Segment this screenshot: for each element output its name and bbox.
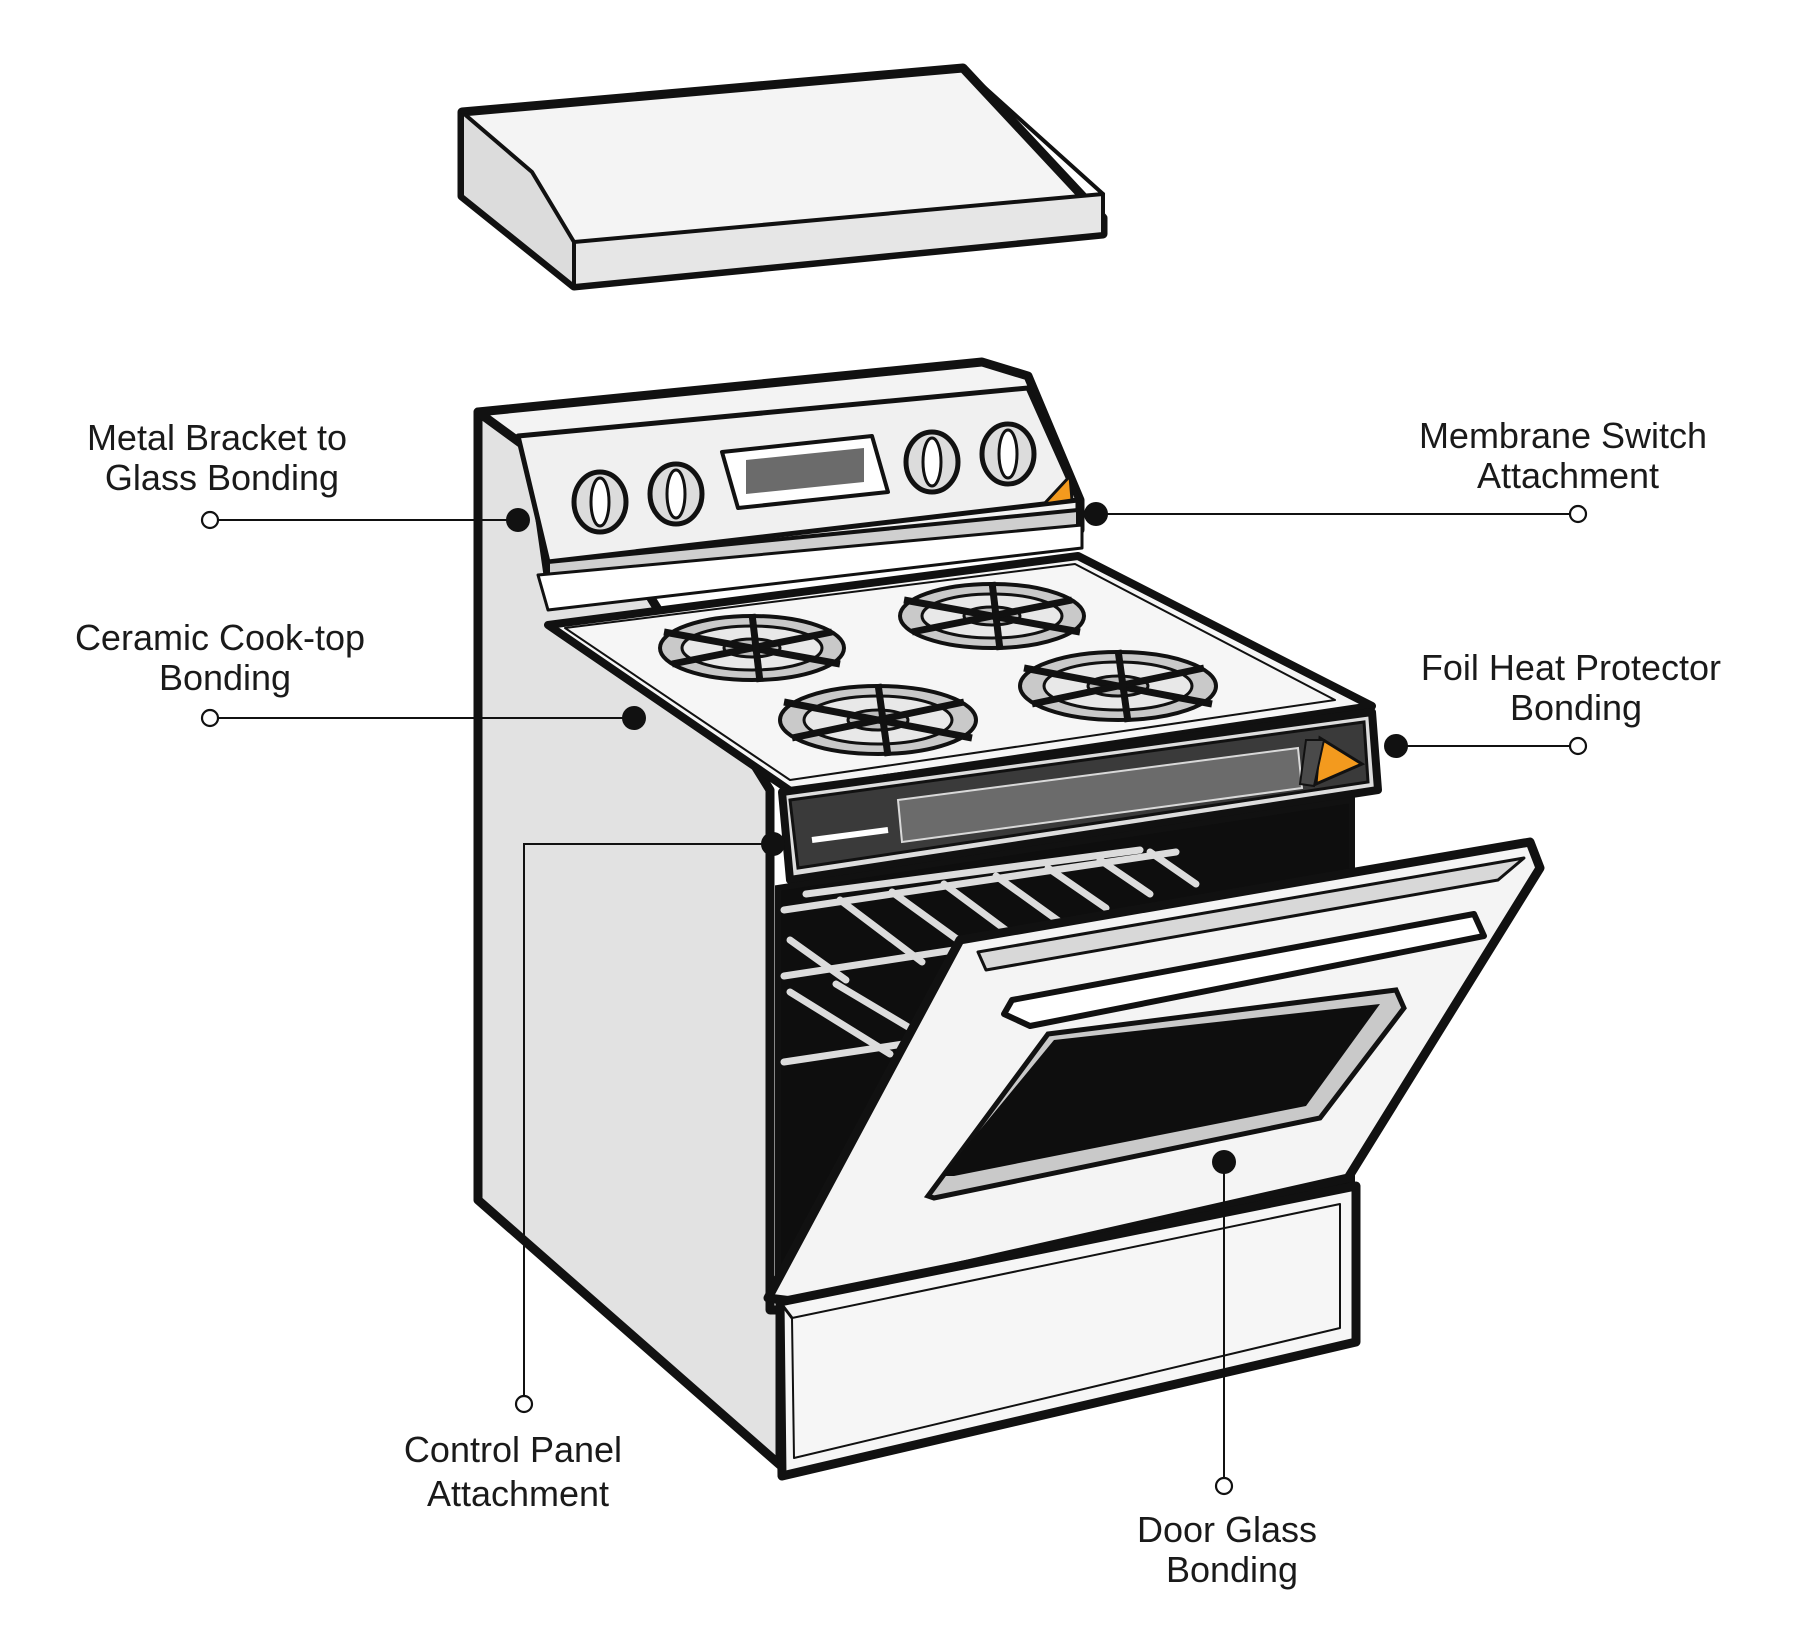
callout-door-glass: Door Glass Bonding [1137,1150,1327,1590]
burner-icon [778,683,978,757]
callout-label-line: Attachment [427,1473,609,1514]
callout-membrane-switch: Membrane Switch Attachment [1084,415,1717,526]
bond-point-marker [506,508,530,532]
door-handle [1001,911,1487,1029]
knob-4-icon [979,421,1037,487]
knob-2-icon [647,461,705,527]
svg-text:Door Glass Bonding: Door Glass Bonding [1137,1509,1327,1590]
foil-heat-protector-icon [1298,735,1366,788]
callout-label-line: Bonding [1166,1549,1298,1590]
oven-racks [780,846,1200,1066]
membrane-switch-curl-icon [1040,472,1074,507]
knob-1-icon [571,469,629,535]
oven-body [473,357,1545,1481]
storage-drawer [775,1181,1361,1481]
bond-point-marker [761,832,785,856]
burners [658,581,1218,757]
oven-door [763,837,1545,1307]
callout-label-line: Membrane Switch [1419,415,1707,456]
burner-icon [898,581,1086,651]
svg-text:Ceramic Cook-top Bonding: Ceramic Cook-top Bonding [75,617,375,698]
callout-label-line: Glass Bonding [105,457,339,498]
callout-foil-heat: Foil Heat Protector Bonding [1384,647,1731,758]
callout-label-line: Foil Heat Protector [1421,647,1721,688]
callout-label-line: Ceramic Cook-top [75,617,365,658]
burner-icon [1018,649,1218,723]
callout-label-line: Door Glass [1137,1509,1317,1550]
svg-text:Metal Bracket to Glass B: Metal Bracket to Glass Bonding [87,417,357,498]
knob-3-icon [903,429,961,495]
control-knobs [571,421,1037,535]
callout-label-line: Bonding [1510,687,1642,728]
svg-text:Foil Heat Protector Bond: Foil Heat Protector Bonding [1421,647,1731,728]
front-control-strip [778,708,1382,884]
callout-metal-bracket: Metal Bracket to Glass Bonding [87,417,530,532]
callout-control-panel: Control Panel Attachment [404,832,785,1514]
callout-label-line: Control Panel [404,1429,622,1470]
clock-display [720,434,890,510]
range-hood [457,63,1108,291]
callout-ceramic-cooktop: Ceramic Cook-top Bonding [75,617,646,730]
bond-point-marker [1212,1150,1236,1174]
svg-text:Control Panel Attachment: Control Panel Attachment [404,1429,632,1514]
bond-point-marker [1384,734,1408,758]
callout-label-line: Metal Bracket to [87,417,347,458]
burner-icon [658,613,846,683]
svg-text:Membrane Switch Attachme: Membrane Switch Attachment [1419,415,1717,496]
callout-label-line: Bonding [159,657,291,698]
bond-point-marker [1084,502,1108,526]
door-glass-window [923,987,1407,1201]
callout-label-line: Attachment [1477,455,1659,496]
bond-point-marker [622,706,646,730]
